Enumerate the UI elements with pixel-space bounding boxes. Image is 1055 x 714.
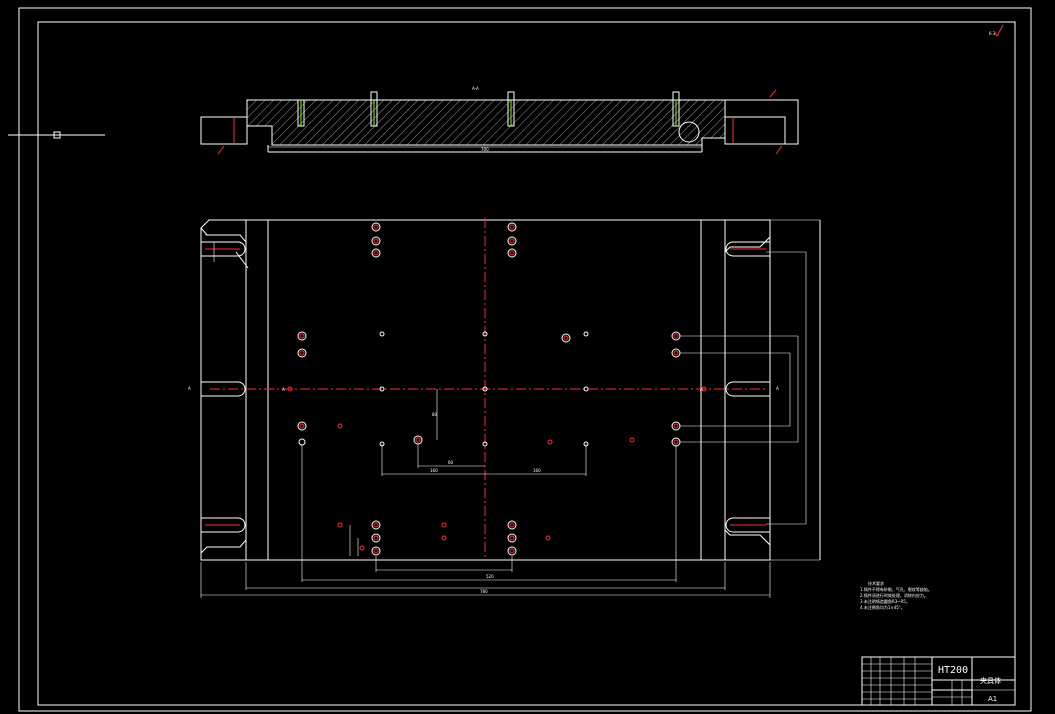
sheet-inner-border — [37, 21, 1016, 706]
svg-text:700: 700 — [481, 147, 489, 152]
svg-text:6.3: 6.3 — [989, 31, 996, 36]
svg-text:4.未注倒角均为1×45°。: 4.未注倒角均为1×45°。 — [860, 604, 905, 610]
svg-text:80: 80 — [432, 412, 438, 417]
technical-notes: 技术要求 1.铸件不得有砂眼、气孔、裂纹等缺陷。 2.铸件须进行时效处理，消除内… — [860, 580, 932, 610]
section-marker-right: A — [776, 386, 779, 391]
crosshair-cursor-icon — [8, 131, 105, 139]
svg-text:160: 160 — [430, 468, 438, 473]
svg-text:A: A — [282, 387, 285, 392]
svg-text:1.铸件不得有砂眼、气孔、裂纹等缺陷。: 1.铸件不得有砂眼、气孔、裂纹等缺陷。 — [860, 586, 932, 592]
section-view: A-A 700 — [200, 86, 799, 155]
material-label: HT200 — [938, 665, 968, 676]
roughness-symbol-icon: 6.3 — [989, 24, 1004, 38]
svg-text:技术要求: 技术要求 — [868, 580, 884, 586]
svg-text:3.未注明铸造圆角R3~R5。: 3.未注明铸造圆角R3~R5。 — [860, 598, 910, 604]
hole-pattern — [287, 222, 707, 556]
svg-text:520: 520 — [486, 574, 494, 579]
section-label: A-A — [472, 86, 479, 91]
title-block: HT200 夹具体 A1 — [861, 656, 1016, 706]
svg-text:780: 780 — [480, 589, 488, 594]
sheet-size-label: A1 — [988, 695, 997, 703]
svg-text:60: 60 — [448, 460, 454, 465]
section-marker-left: A — [188, 386, 191, 391]
svg-text:2.铸件须进行时效处理，消除内应力。: 2.铸件须进行时效处理，消除内应力。 — [860, 592, 928, 598]
svg-text:160: 160 — [533, 468, 541, 473]
plan-view: A A A A 160 160 60 80 520 780 — [188, 218, 821, 598]
svg-text:A: A — [700, 387, 703, 392]
sheet-outer-border — [18, 7, 1032, 712]
part-name-label: 夹具体 — [980, 676, 1001, 685]
